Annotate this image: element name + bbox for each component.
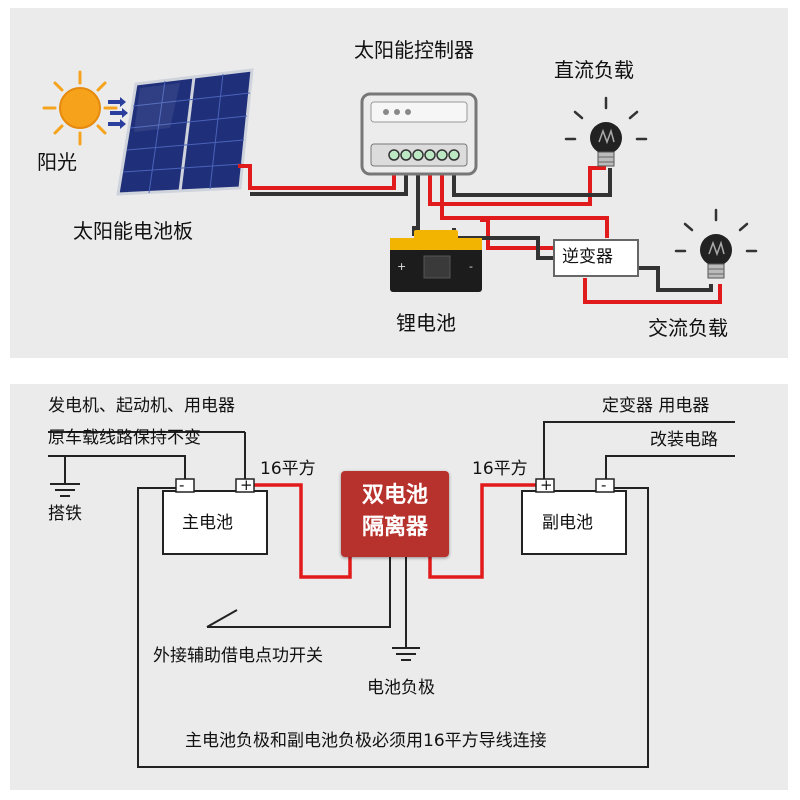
svg-text:+: +: [397, 260, 406, 273]
main-battery-positive-sign: +: [240, 476, 253, 494]
switch-label: 外接辅助借电点功开关: [153, 646, 323, 666]
main-battery-device: [162, 478, 268, 555]
red-wires: [238, 164, 722, 304]
lithium-battery-device: + -: [390, 230, 482, 292]
sun-icon: [42, 70, 118, 146]
negative-connection-note: 主电池负极和副电池负极必须用16平方导线连接: [185, 731, 547, 751]
solar-system-drawing: + -: [42, 68, 758, 304]
dual-battery-isolator: 双电池 隔离器: [341, 471, 449, 557]
svg-text:-: -: [469, 260, 473, 273]
ground-negative-icon: [392, 647, 420, 661]
aux-battery-negative-sign: -: [601, 476, 607, 494]
wiring-note-label: 原车载线路保持不变: [48, 428, 201, 448]
main-battery-negative-sign: -: [179, 476, 185, 494]
main-battery-label: 主电池: [182, 513, 233, 533]
lithium-battery-label: 锂电池: [396, 311, 456, 335]
dual-battery-diagram: - + + - 双电池 隔离器 发电机、起动机、用电器 原车载线路保持不变 搭铁…: [10, 384, 788, 790]
aux-battery-label: 副电池: [542, 513, 593, 533]
aux-battery-device: [521, 478, 627, 555]
fixed-device-label: 定变器 用电器: [602, 396, 710, 416]
ground-left-icon: [50, 483, 80, 497]
isolator-line1: 双电池: [361, 483, 428, 508]
dc-light-bulb-icon: [564, 96, 648, 167]
dual-battery-drawing: [48, 421, 735, 768]
sun-ray-arrows-icon: [108, 97, 128, 129]
inverter-device: [553, 239, 639, 277]
isolator-line2: 隔离器: [361, 515, 428, 540]
switch-lever: [206, 609, 238, 628]
sunlight-label: 阳光: [37, 150, 77, 174]
inverter-label: 逆变器: [562, 247, 613, 267]
dc-load-label: 直流负载: [554, 58, 634, 82]
generator-note-label: 发电机、起动机、用电器: [48, 396, 235, 416]
solar-controller-device: [360, 92, 478, 176]
ac-light-bulb-icon: [674, 208, 758, 279]
wire-right-label: 16平方: [472, 459, 528, 479]
aux-battery-positive-sign: +: [540, 476, 553, 494]
battery-negative-label: 电池负极: [367, 678, 435, 698]
solar-system-diagram: + -: [10, 8, 788, 358]
solar-panel-icon: [116, 68, 254, 196]
red-16mm-wires: [250, 483, 538, 579]
wire-left-label: 16平方: [260, 459, 316, 479]
ac-load-label: 交流负载: [648, 316, 728, 340]
black-wires: [48, 421, 735, 768]
controller-label: 太阳能控制器: [354, 38, 474, 62]
modified-circuit-label: 改装电路: [650, 430, 718, 450]
ground-label: 搭铁: [48, 504, 82, 524]
solar-panel-label: 太阳能电池板: [73, 219, 193, 243]
